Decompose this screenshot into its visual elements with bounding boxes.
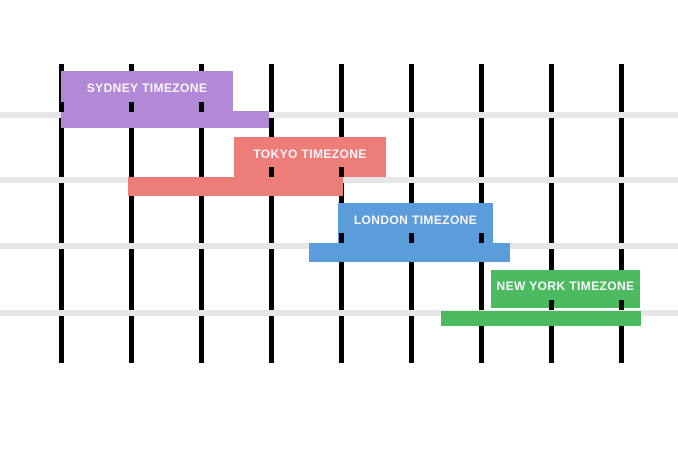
timezone-bar-label: SYDNEY TIMEZONE [86,81,208,95]
grid-vline [619,64,624,363]
timezone-bar-strip [441,311,641,326]
grid-tick [549,300,554,310]
grid-tick [479,233,484,243]
timezone-bar-strip [128,177,343,196]
timezone-bar-block: SYDNEY TIMEZONE [61,71,233,111]
grid-tick [549,102,554,112]
grid-tick [409,233,414,243]
timezone-bar-label: NEW YORK TIMEZONE [496,279,635,293]
grid-tick [619,300,624,310]
grid-vline [129,64,134,363]
grid-tick [339,233,344,243]
grid-vline [199,64,204,363]
grid-tick [409,167,414,177]
grid-tick [479,167,484,177]
grid-tick [339,167,344,177]
timezone-bar-block: LONDON TIMEZONE [338,203,493,243]
grid-tick [59,300,64,310]
grid-tick [619,167,624,177]
grid-tick [479,102,484,112]
timezone-bar-strip [61,111,269,128]
grid-tick [409,102,414,112]
grid-tick [199,300,204,310]
grid-tick [129,300,134,310]
timezone-bar-block: TOKYO TIMEZONE [234,137,386,177]
grid-tick [619,233,624,243]
grid-tick [269,300,274,310]
grid-tick [199,102,204,112]
grid-tick [339,300,344,310]
grid-tick [199,233,204,243]
grid-tick [269,233,274,243]
timezone-bar-block: NEW YORK TIMEZONE [491,270,640,308]
grid-tick [549,233,554,243]
grid-vline [59,64,64,363]
timezone-bar-strip [309,243,510,262]
timezone-bar-label: TOKYO TIMEZONE [253,147,367,161]
grid-tick [59,102,64,112]
grid-tick [199,167,204,177]
grid-tick [549,167,554,177]
grid-tick [479,300,484,310]
grid-tick [339,102,344,112]
grid-tick [269,167,274,177]
grid-tick [59,233,64,243]
grid-vline [549,64,554,363]
grid-tick [269,102,274,112]
grid-hline [0,112,678,118]
grid-tick [129,167,134,177]
grid-vline [269,64,274,363]
grid-hline [0,310,678,316]
grid-tick [59,167,64,177]
grid-tick [129,102,134,112]
grid-tick [129,233,134,243]
grid-tick [619,102,624,112]
timezone-bar-label: LONDON TIMEZONE [353,213,478,227]
grid-tick [409,300,414,310]
